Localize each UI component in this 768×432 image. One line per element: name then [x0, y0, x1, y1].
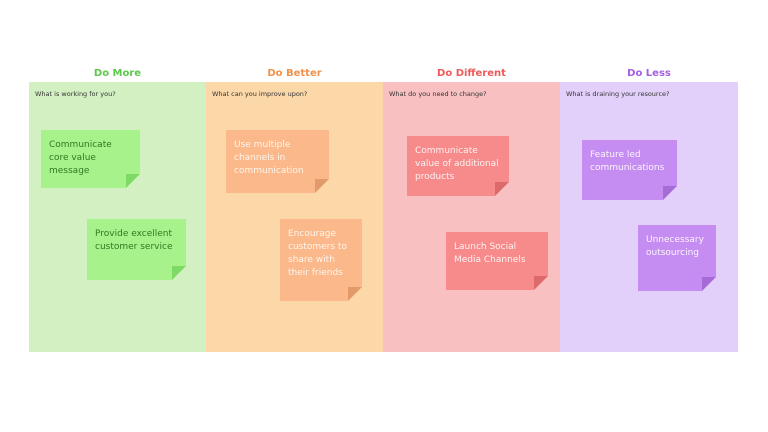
column-do-different[interactable]: What do you need to change? Communicate … — [383, 82, 560, 352]
sticky-note[interactable]: Feature led communications — [582, 140, 677, 200]
sticky-note-text: Use multiple channels in communication — [234, 140, 304, 176]
note-fold — [702, 277, 716, 291]
sticky-note[interactable]: Launch Social Media Channels — [446, 232, 548, 290]
sticky-note[interactable]: Encourage customers to share with their … — [280, 219, 362, 301]
column-do-better[interactable]: What can you improve upon? Use multiple … — [206, 82, 383, 352]
column-prompt: What is working for you? — [35, 90, 116, 98]
note-fold — [126, 174, 140, 188]
column-title-do-more: Do More — [93, 68, 142, 79]
sticky-note-text: Unnecessary outsourcing — [646, 235, 704, 258]
column-title-do-different: Do Different — [437, 68, 506, 79]
note-fold — [495, 182, 509, 196]
sticky-note-text: Encourage customers to share with their … — [288, 229, 347, 278]
sticky-note[interactable]: Use multiple channels in communication — [226, 130, 329, 193]
sticky-note[interactable]: Communicate core value message — [41, 130, 140, 188]
column-do-more[interactable]: What is working for you? Communicate cor… — [29, 82, 206, 352]
column-do-less[interactable]: What is draining your resource? Feature … — [560, 82, 738, 352]
column-prompt: What is draining your resource? — [566, 90, 670, 98]
sticky-note-text: Feature led communications — [590, 150, 665, 173]
sticky-note[interactable]: Unnecessary outsourcing — [638, 225, 716, 291]
note-fold — [534, 276, 548, 290]
sticky-note-text: Provide excellent customer service — [95, 229, 173, 252]
sticky-note-text: Communicate value of additional products — [415, 146, 499, 182]
sticky-note[interactable]: Provide excellent customer service — [87, 219, 186, 280]
retro-board: Do More What is working for you? Communi… — [29, 64, 740, 354]
column-title-do-better: Do Better — [267, 68, 322, 79]
sticky-note-text: Launch Social Media Channels — [454, 242, 526, 265]
sticky-note-text: Communicate core value message — [49, 140, 112, 176]
note-fold — [315, 179, 329, 193]
note-fold — [172, 266, 186, 280]
column-prompt: What do you need to change? — [389, 90, 487, 98]
column-title-do-less: Do Less — [627, 68, 671, 79]
column-prompt: What can you improve upon? — [212, 90, 308, 98]
note-fold — [348, 287, 362, 301]
note-fold — [663, 186, 677, 200]
sticky-note[interactable]: Communicate value of additional products — [407, 136, 509, 196]
